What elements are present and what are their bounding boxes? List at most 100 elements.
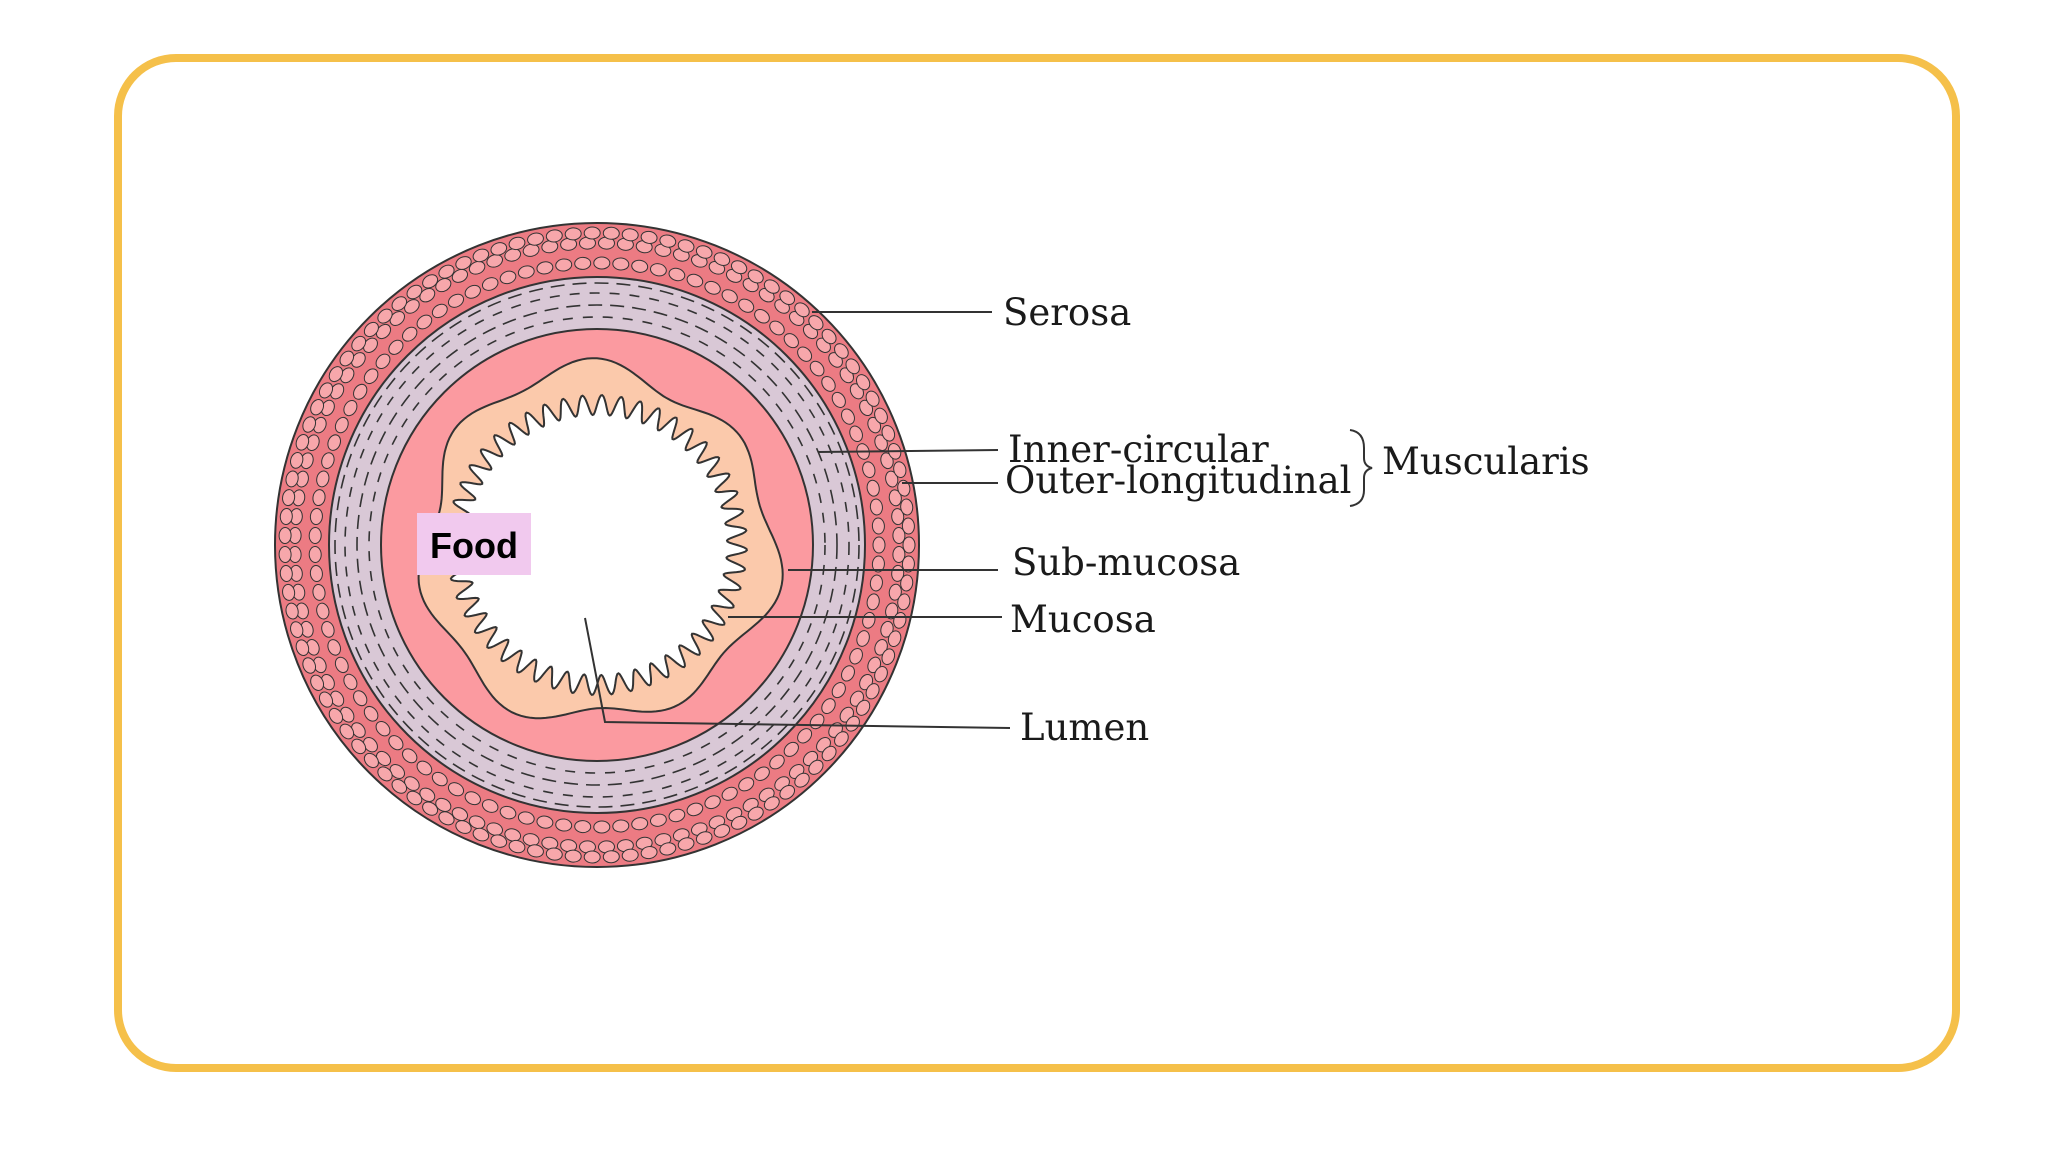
serosa-cell bbox=[310, 674, 325, 691]
serosa-cell bbox=[783, 333, 799, 349]
serosa-cell bbox=[866, 479, 880, 497]
serosa-cell bbox=[849, 425, 863, 443]
muscle-fiber-ring bbox=[344, 292, 850, 798]
serosa-cell bbox=[435, 278, 452, 293]
serosa-cell bbox=[279, 565, 293, 582]
serosa-cell bbox=[808, 315, 824, 331]
serosa-cell bbox=[831, 391, 846, 408]
serosa-cell bbox=[308, 527, 322, 544]
serosa-cell bbox=[713, 824, 731, 838]
serosa-cell bbox=[631, 817, 649, 831]
food-label: Food bbox=[417, 513, 531, 575]
serosa-cell bbox=[339, 350, 355, 367]
serosa-cell bbox=[402, 326, 418, 342]
serosa-cell bbox=[431, 303, 448, 319]
serosa-cell bbox=[871, 517, 885, 535]
serosa-cell bbox=[295, 639, 310, 657]
serosa-cell bbox=[809, 360, 825, 377]
serosa-cell bbox=[686, 273, 704, 288]
serosa-cell bbox=[612, 819, 630, 833]
serosa-cell bbox=[900, 574, 914, 592]
serosa-cell bbox=[285, 602, 299, 620]
serosa-cell bbox=[388, 339, 404, 355]
serosa-cell bbox=[874, 407, 888, 424]
food-label-bg bbox=[417, 513, 531, 575]
serosa-cell bbox=[468, 260, 486, 275]
serosa-cell bbox=[885, 602, 899, 620]
serosa-cell bbox=[431, 771, 448, 787]
serosa-cell bbox=[343, 400, 358, 417]
serosa-cell bbox=[447, 782, 465, 797]
serosa-cell bbox=[612, 257, 630, 271]
serosa-cell bbox=[282, 583, 296, 601]
serosa-cell bbox=[730, 260, 748, 275]
serosa-cell bbox=[536, 815, 554, 829]
serosa-cell bbox=[901, 517, 915, 535]
serosa-cell bbox=[353, 383, 368, 400]
muscle-fiber-ring bbox=[356, 304, 838, 786]
serosa-cell bbox=[881, 425, 896, 442]
serosa-cell bbox=[901, 555, 915, 573]
serosa-cell bbox=[564, 227, 582, 241]
serosa-cell bbox=[545, 229, 563, 243]
serosa-cell bbox=[649, 813, 667, 827]
serosa-cell bbox=[668, 267, 686, 282]
serosa-cell bbox=[481, 799, 499, 813]
serosa-cell bbox=[821, 698, 836, 715]
serosa-cell bbox=[391, 296, 408, 311]
serosa-cell bbox=[640, 230, 658, 244]
serosa-cell bbox=[321, 621, 335, 638]
serosa-cell bbox=[900, 498, 914, 516]
serosa-cell bbox=[897, 593, 911, 611]
serosa-cell bbox=[391, 779, 408, 794]
serosa-cell bbox=[517, 811, 535, 825]
serosa-cell bbox=[545, 847, 563, 861]
serosa-cell bbox=[881, 648, 896, 665]
serosa-cell bbox=[872, 536, 886, 554]
serosa-cell bbox=[363, 368, 379, 385]
serosa-cell bbox=[869, 574, 883, 592]
serosa-cell bbox=[695, 831, 713, 845]
serosa-cell bbox=[486, 254, 503, 268]
serosa-cell bbox=[290, 621, 304, 638]
serosa-cell bbox=[677, 239, 695, 253]
serosa-cell bbox=[321, 452, 335, 469]
serosa-cell bbox=[416, 760, 433, 776]
serosa-cell bbox=[845, 358, 860, 375]
serosa-cell bbox=[389, 311, 405, 326]
serosa-cell bbox=[309, 565, 323, 582]
serosa-cell bbox=[602, 850, 620, 864]
serosa-cell bbox=[455, 256, 472, 270]
serosa-cell bbox=[310, 399, 325, 416]
food-label-text: Food bbox=[430, 525, 518, 566]
serosa-cell bbox=[451, 807, 469, 822]
serosa-cell bbox=[363, 321, 379, 338]
serosa-cell bbox=[490, 834, 508, 848]
serosa-cell bbox=[856, 630, 870, 647]
serosa-cell bbox=[888, 583, 902, 601]
serosa-cell bbox=[704, 795, 721, 810]
serosa-cell bbox=[282, 489, 296, 507]
serosa-cell bbox=[455, 820, 472, 834]
serosa-cell bbox=[375, 353, 391, 370]
serosa-cell bbox=[834, 731, 849, 747]
serosa-cell bbox=[308, 546, 322, 563]
serosa-cell bbox=[593, 256, 611, 270]
serosa-cell bbox=[794, 772, 810, 788]
serosa-cell bbox=[508, 839, 526, 854]
serosa-cell bbox=[295, 433, 310, 451]
serosa-cell bbox=[472, 248, 490, 263]
serosa-cell bbox=[328, 707, 344, 724]
serosa-cell bbox=[404, 299, 420, 314]
serosa-cell bbox=[522, 243, 540, 257]
serosa-cell bbox=[486, 822, 503, 836]
label-inner-circular: Inner-circular bbox=[1008, 428, 1269, 471]
serosa-cell bbox=[527, 232, 544, 246]
serosa-cell bbox=[527, 844, 544, 858]
serosa-cell bbox=[747, 269, 764, 284]
serosa-cell bbox=[312, 489, 326, 507]
serosa-cell bbox=[721, 289, 738, 304]
serosa-cells bbox=[278, 226, 916, 864]
muscle-fiber-ring bbox=[368, 316, 826, 774]
serosa-cell bbox=[574, 820, 592, 834]
